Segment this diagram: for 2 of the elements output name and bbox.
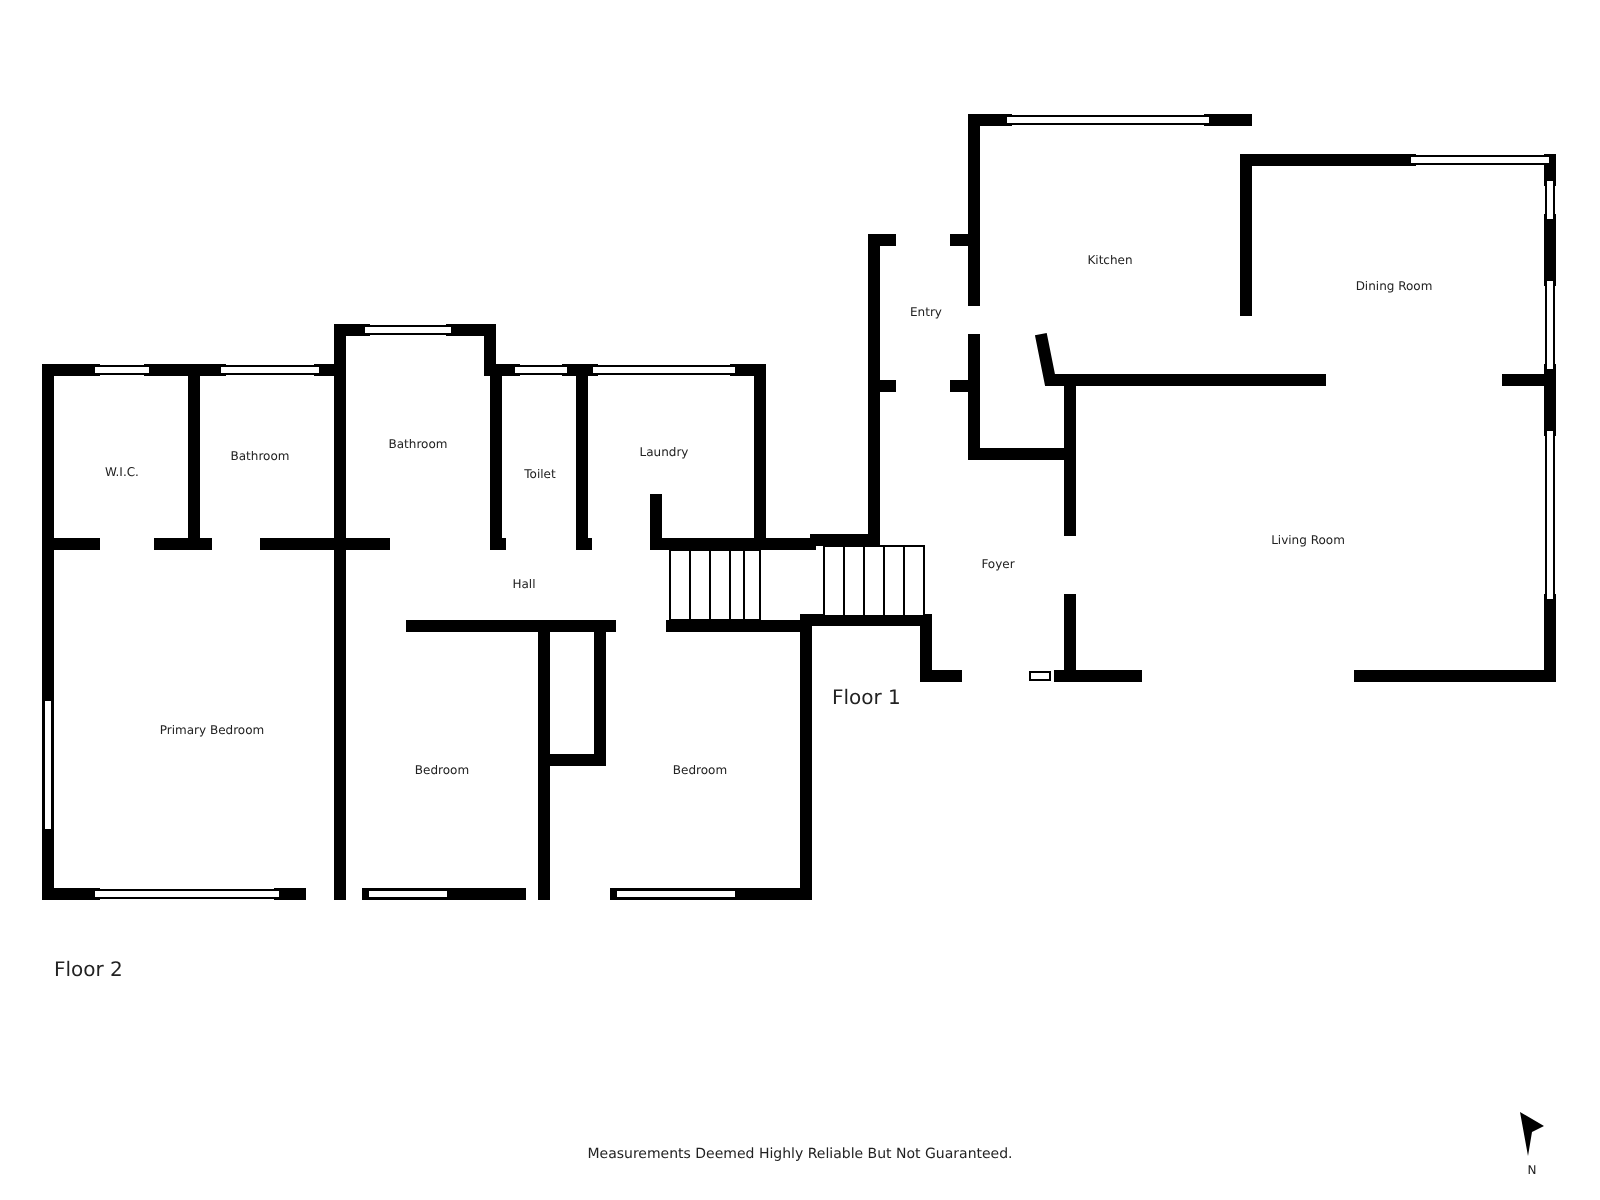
floor-label: Floor 2 xyxy=(54,962,123,982)
floor-label: Floor 1 xyxy=(832,690,901,710)
